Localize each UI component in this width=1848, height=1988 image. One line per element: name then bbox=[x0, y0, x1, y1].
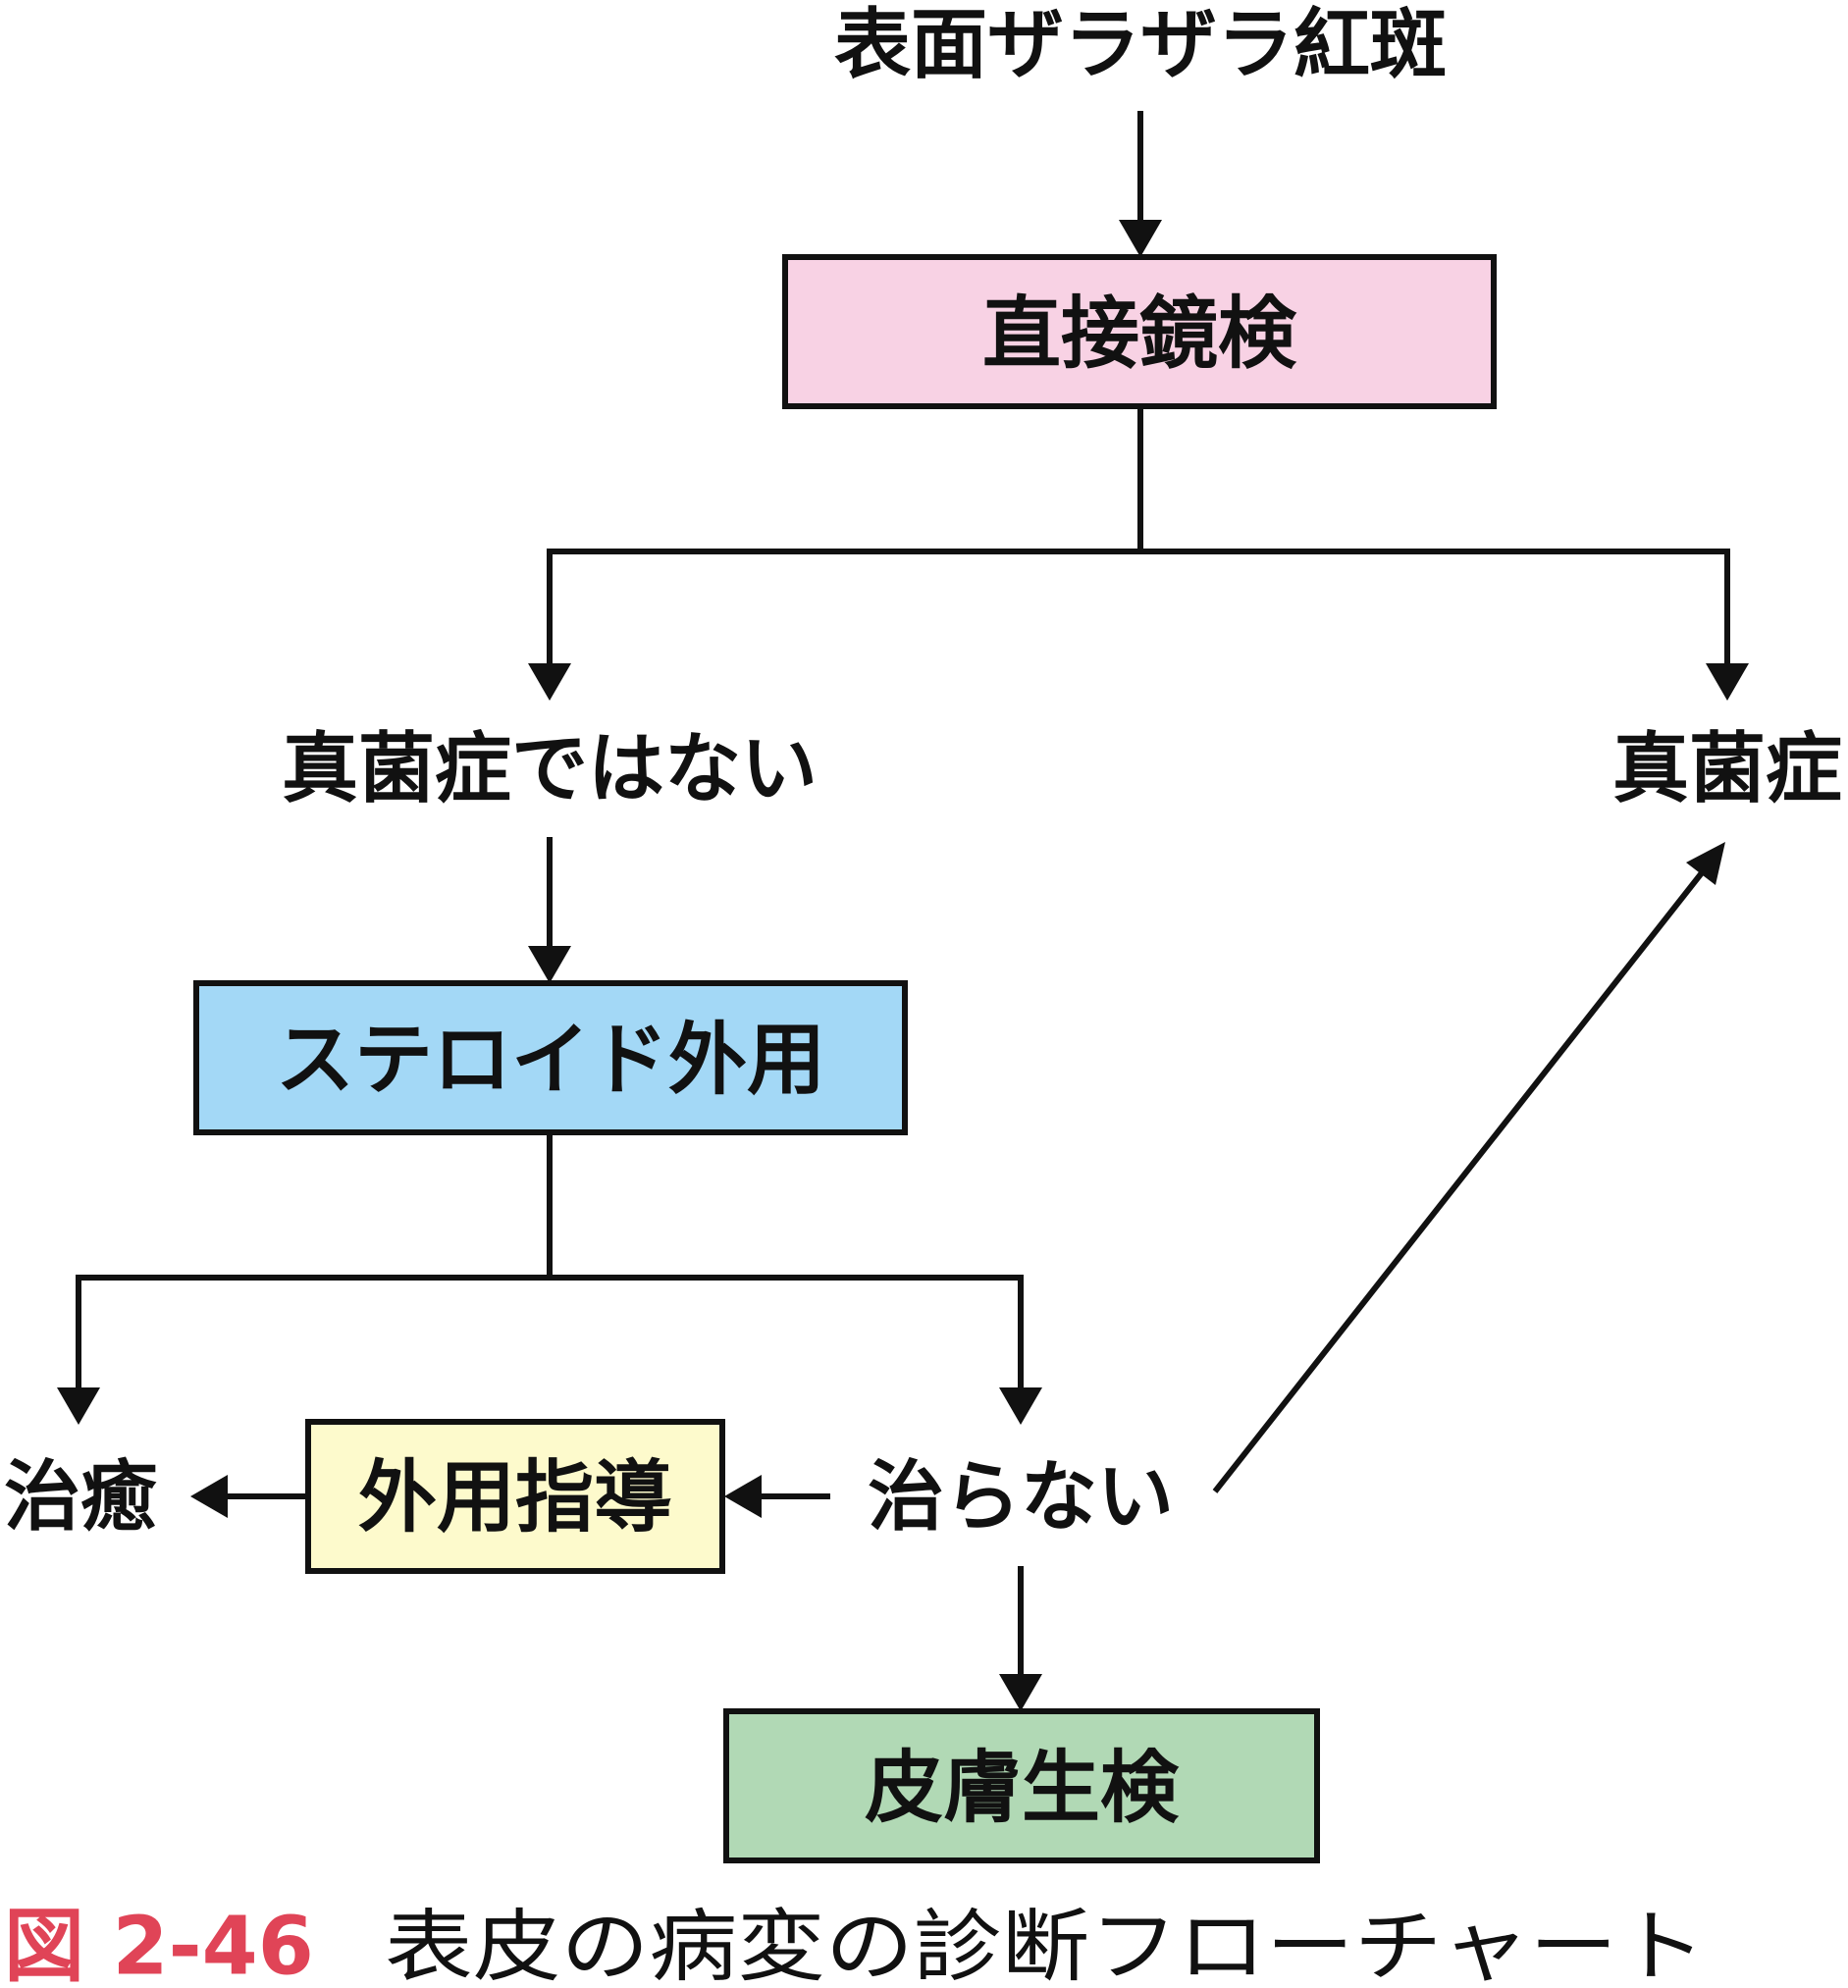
edge-microscopy-to-fungal bbox=[1140, 549, 1730, 667]
arrowhead-fungal bbox=[1706, 663, 1749, 701]
edge-steroid-split bbox=[76, 1132, 553, 1391]
healed-label: 治癒 bbox=[4, 1453, 157, 1542]
arrowhead-to-guidance bbox=[724, 1475, 762, 1518]
not-healed-label: 治らない bbox=[868, 1453, 1174, 1542]
figure-number: 図 2-46 bbox=[4, 1901, 314, 1988]
arrowhead-to-healed bbox=[190, 1475, 228, 1518]
edge-microscopy-split bbox=[547, 406, 1143, 667]
topical-steroid-label: ステロイド外用 bbox=[276, 1015, 825, 1106]
direct-microscopy-box bbox=[782, 254, 1497, 409]
edge-not-healed-to-fungal bbox=[1212, 868, 1707, 1493]
arrowhead-biopsy bbox=[999, 1674, 1042, 1711]
start-label: 表面ザラザラ紅斑 bbox=[834, 1, 1447, 89]
not-fungal-label: 真菌症ではない bbox=[282, 725, 818, 813]
arrowhead-microscopy bbox=[1119, 220, 1162, 257]
direct-microscopy-label: 直接鏡検 bbox=[982, 288, 1297, 380]
arrowhead-healed bbox=[57, 1387, 100, 1425]
arrowhead-not-healed bbox=[999, 1387, 1042, 1425]
arrowhead-steroid bbox=[528, 946, 571, 983]
fungal-label: 真菌症 bbox=[1612, 725, 1842, 813]
skin-biopsy-box bbox=[723, 1708, 1320, 1863]
edge-steroid-to-not-healed bbox=[550, 1275, 1024, 1391]
topical-guidance-label: 外用指導 bbox=[358, 1452, 672, 1543]
edges bbox=[57, 111, 1749, 1711]
figure-title: 表皮の病変の診断フローチャート bbox=[385, 1902, 1706, 1988]
arrowhead-diagonal-fungal bbox=[1686, 842, 1725, 885]
topical-steroid-box bbox=[193, 980, 908, 1135]
skin-biopsy-label: 皮膚生検 bbox=[865, 1743, 1180, 1834]
topical-guidance-box bbox=[305, 1419, 725, 1574]
arrowhead-not-fungal bbox=[528, 663, 571, 701]
